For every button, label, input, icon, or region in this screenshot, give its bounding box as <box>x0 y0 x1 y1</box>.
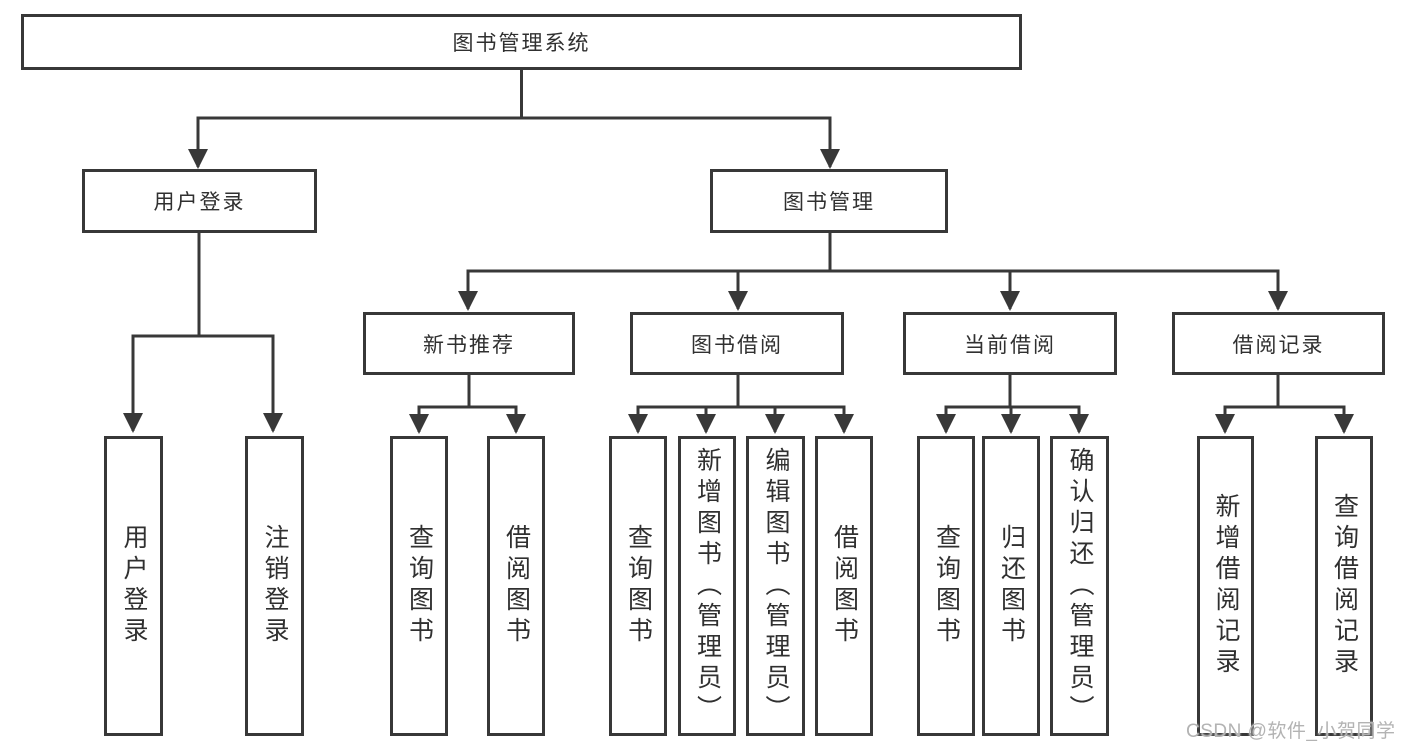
node-borrow-books-1-label: 借阅图书 <box>502 524 531 648</box>
node-book-management-label: 图书管理 <box>783 191 875 214</box>
node-edit-books-admin: 编辑图书（管理员） <box>746 436 805 736</box>
node-book-borrowing-label: 图书借阅 <box>691 333 783 357</box>
node-confirm-return-admin: 确认归还（管理员） <box>1050 436 1109 736</box>
node-return-books: 归还图书 <box>982 436 1040 736</box>
node-return-books-label: 归还图书 <box>997 524 1026 648</box>
node-borrow-books-2: 借阅图书 <box>815 436 873 736</box>
node-root-label: 图书管理系统 <box>452 32 591 55</box>
node-confirm-return-admin-label: 确认归还（管理员） <box>1066 446 1094 726</box>
node-query-books-1-label: 查询图书 <box>405 524 434 648</box>
node-book-management: 图书管理 <box>710 169 948 233</box>
node-user-login-group: 用户登录 <box>82 169 317 233</box>
node-query-books-2-label: 查询图书 <box>624 524 653 648</box>
node-borrowing-records-label: 借阅记录 <box>1232 333 1325 357</box>
node-logout-label: 注销登录 <box>261 524 289 648</box>
watermark: CSDN @软件_小贺同学 <box>1186 721 1396 742</box>
node-user-login-group-label: 用户登录 <box>153 191 246 214</box>
node-query-books-3-label: 查询图书 <box>932 524 961 648</box>
node-borrow-books-1: 借阅图书 <box>487 436 545 736</box>
node-borrow-books-2-label: 借阅图书 <box>830 524 859 648</box>
node-root: 图书管理系统 <box>21 14 1022 70</box>
node-book-borrowing: 图书借阅 <box>630 312 844 375</box>
node-add-books-admin: 新增图书（管理员） <box>678 436 736 736</box>
node-add-books-admin-label: 新增图书（管理员） <box>693 446 722 726</box>
node-user-login: 用户登录 <box>104 436 163 736</box>
node-new-book-recommendation-label: 新书推荐 <box>423 333 515 357</box>
node-add-borrow-record: 新增借阅记录 <box>1197 436 1254 736</box>
node-logout: 注销登录 <box>245 436 304 736</box>
connector-trunks <box>131 69 1346 409</box>
node-query-borrow-record-label: 查询借阅记录 <box>1330 493 1359 679</box>
node-add-borrow-record-label: 新增借阅记录 <box>1212 493 1240 679</box>
node-query-books-3: 查询图书 <box>917 436 975 736</box>
node-query-books-1: 查询图书 <box>390 436 448 736</box>
node-user-login-label: 用户登录 <box>120 524 148 648</box>
node-new-book-recommendation: 新书推荐 <box>363 312 575 375</box>
node-query-books-2: 查询图书 <box>609 436 667 736</box>
node-edit-books-admin-label: 编辑图书（管理员） <box>762 446 790 726</box>
node-borrowing-records: 借阅记录 <box>1172 312 1385 375</box>
node-current-borrowing: 当前借阅 <box>903 312 1117 375</box>
node-query-borrow-record: 查询借阅记录 <box>1315 436 1373 736</box>
node-current-borrowing-label: 当前借阅 <box>964 333 1056 357</box>
